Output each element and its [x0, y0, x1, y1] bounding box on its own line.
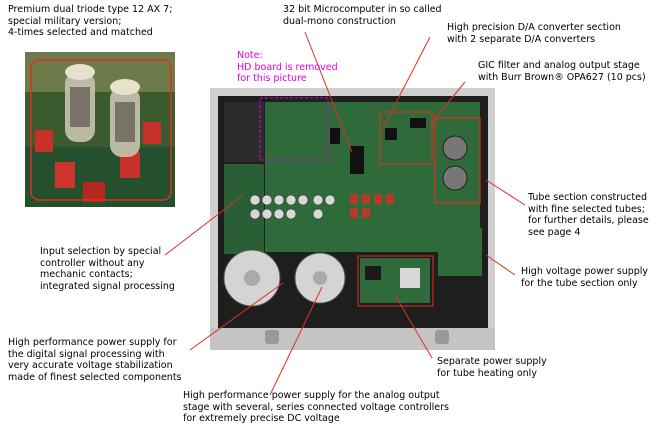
label-da-converter: High precision D/A converter section wit… [447, 22, 621, 45]
label-gic-filter: GIC filter and analog output stage with … [478, 60, 646, 83]
tube-closeup-photo [25, 52, 175, 207]
label-microcomputer: 32 bit Microcomputer in so called dual-m… [283, 4, 442, 27]
label-hv-supply: High voltage power supply for the tube s… [521, 266, 649, 289]
label-tube-photo: Premium dual triode type 12 AX 7; specia… [8, 4, 173, 38]
label-digital-supply: High performance power supply for the di… [8, 337, 182, 383]
label-heating-supply: Separate power supply for tube heating o… [437, 356, 547, 379]
label-hd-board-note: Note: HD board is removed for this pictu… [237, 50, 338, 84]
label-tube-section: Tube section constructed with fine selec… [528, 192, 649, 238]
label-analog-supply: High performance power supply for the an… [183, 390, 449, 424]
label-input-selection: Input selection by special controller wi… [40, 246, 175, 292]
board-photo [210, 88, 495, 350]
